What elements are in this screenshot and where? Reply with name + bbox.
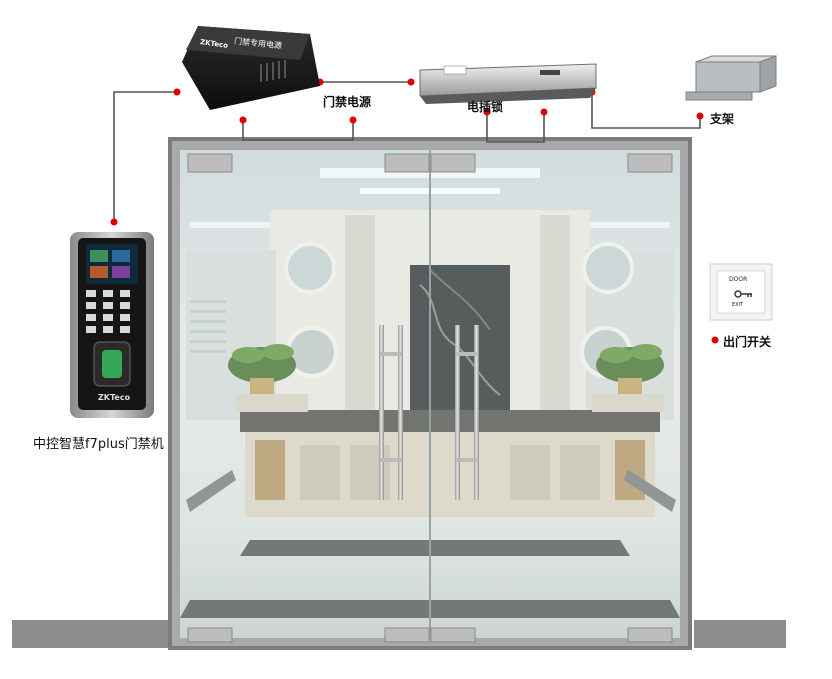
exit-switch-top-text: DOOR: [729, 276, 748, 283]
wiring: [113, 81, 701, 222]
glass-right: [430, 150, 680, 638]
electric-lock: [419, 63, 597, 104]
label-electric-lock: 电插锁: [467, 100, 504, 114]
terminal-brand: ZKTeco: [98, 393, 131, 402]
power-supply-box: [182, 26, 320, 110]
label-bracket: 支架: [710, 112, 735, 126]
exit-switch: [709, 263, 773, 321]
lobby-scene: [180, 168, 680, 638]
glass-left: [180, 150, 430, 638]
floor-strip-left: [12, 620, 168, 648]
door-hinges: [187, 153, 673, 643]
access-terminal: [70, 232, 154, 418]
label-power-supply: 门禁电源: [323, 95, 372, 109]
floor-strip-right: [694, 620, 786, 648]
lock-bracket: [685, 55, 777, 101]
door-handle-left: [379, 325, 403, 500]
exit-switch-bottom-text: EXIT: [732, 302, 744, 308]
label-terminal: 中控智慧f7plus门禁机: [33, 437, 164, 452]
label-exit-switch: 出门开关: [723, 335, 772, 349]
door-handle-right: [455, 325, 479, 500]
